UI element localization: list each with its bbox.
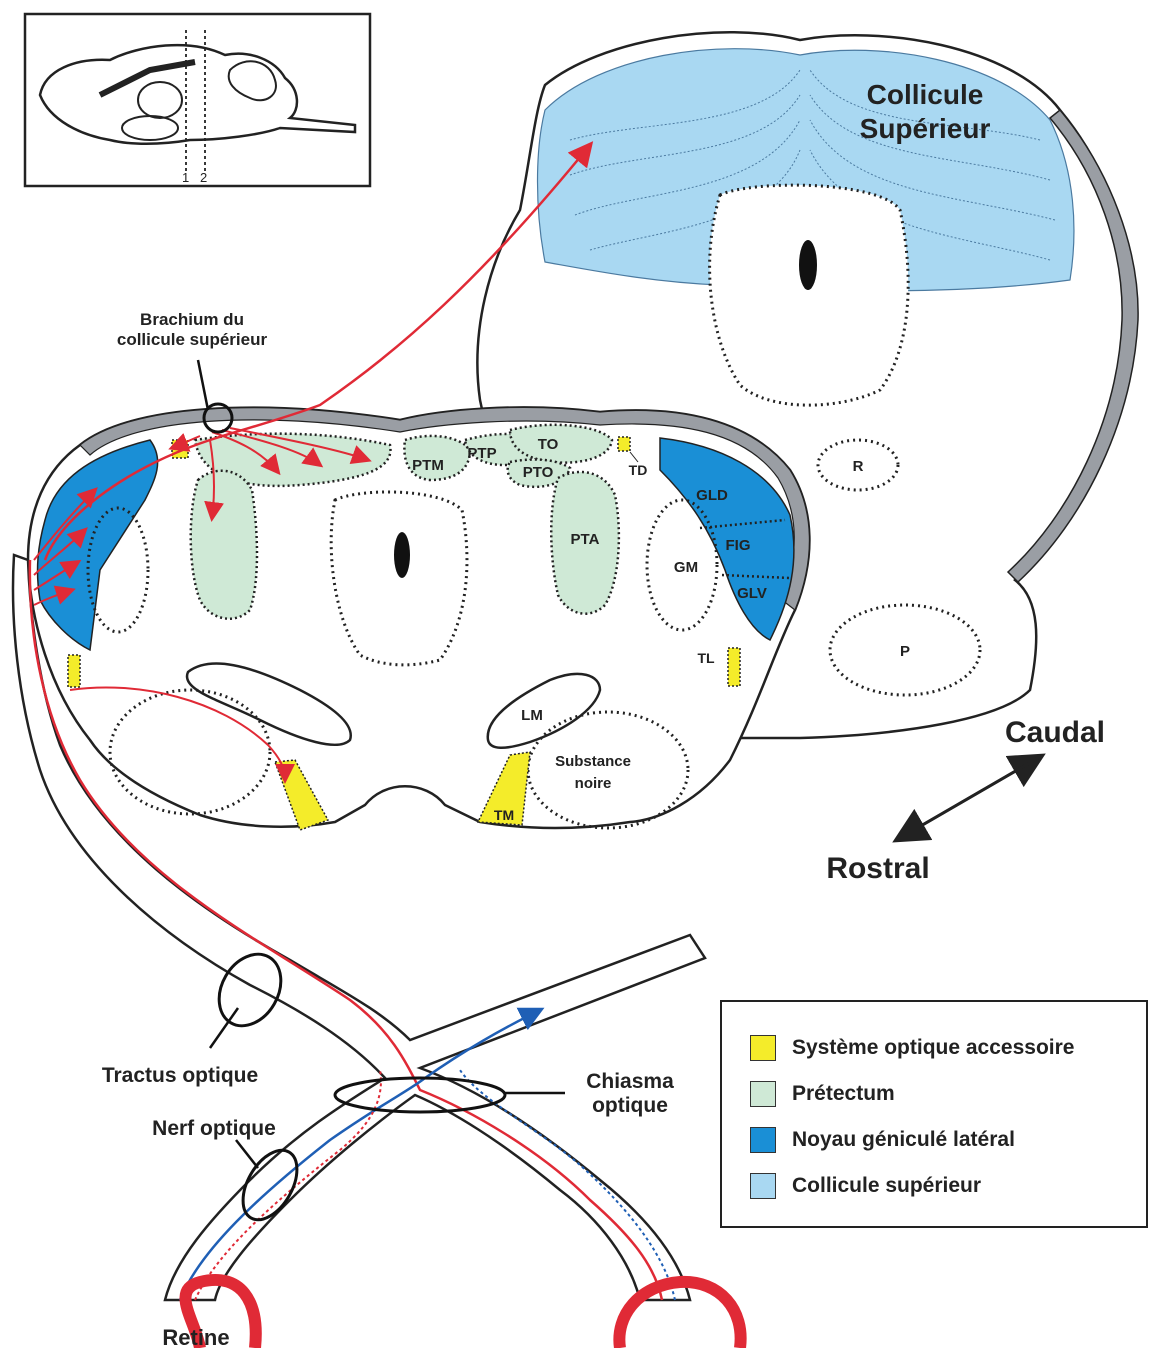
nucleus-td [618,437,630,451]
legend-label-sc: Collicule supérieur [792,1174,981,1198]
legend-swatch-lgn [750,1127,776,1153]
label-retine: Retine [162,1325,229,1348]
label-fig: FIG [726,537,751,554]
label-ptm: PTM [412,457,444,474]
label-glv: GLV [737,585,767,602]
legend-label-accessory: Système optique accessoire [792,1036,1074,1060]
label-pto: PTO [523,464,554,481]
label-tractus: Tractus optique [102,1064,258,1087]
rostral-aqueduct [394,532,410,578]
inset-marker-1: 1 [182,170,189,185]
legend-swatch-sc [750,1173,776,1199]
label-tm: TM [494,807,514,823]
label-ptp: PTP [467,445,496,462]
brachium-line1: Brachium du [140,310,244,329]
label-caudal: Caudal [1005,716,1105,749]
legend-item-pretectum: Prétectum [750,1080,895,1108]
label-to: TO [538,436,559,453]
arrow-rostral [900,758,1038,838]
label-tl: TL [697,650,715,666]
label-rostral: Rostral [826,852,929,885]
orientation-indicator: Caudal Rostral [826,716,1105,885]
inset-brain-panel: 1 2 [25,14,370,186]
rostral-central-gray [331,492,467,665]
legend-item-sc: Collicule supérieur [750,1172,981,1200]
sc-title-line2: Supérieur [860,113,991,144]
legend-label-pretectum: Prétectum [792,1082,895,1106]
label-gld: GLD [696,487,728,504]
label-td: TD [629,462,648,478]
brachium-line2: collicule supérieur [117,330,268,349]
rostral-section: GLD FIG GLV PTM PTP TO PTO PTA TD GM TL … [28,407,809,830]
legend-swatch-pretectum [750,1081,776,1107]
pretectum-left-lower [191,471,257,619]
substance-line1: Substance [555,753,631,770]
substance-line2: noire [575,775,612,792]
nerf-pointer [236,1140,258,1168]
chiasma-line1: Chiasma [586,1070,674,1093]
label-r: R [853,458,864,475]
label-lm: LM [521,707,543,724]
caudal-central-gray [710,185,909,405]
inset-marker-2: 2 [200,170,207,185]
label-gm: GM [674,559,698,576]
legend-item-lgn: Noyau géniculé latéral [750,1126,1015,1154]
nucleus-tl [728,648,740,686]
inset-frame [25,14,370,186]
label-p: P [900,643,910,660]
legend-label-lgn: Noyau géniculé latéral [792,1128,1015,1152]
legend-item-accessory: Système optique accessoire [750,1034,1074,1062]
caudal-aqueduct [799,240,817,290]
label-nerf: Nerf optique [152,1117,276,1140]
chiasma-line2: optique [592,1094,668,1117]
label-pta: PTA [571,531,600,548]
legend-box: Système optique accessoire Prétectum Noy… [720,1000,1148,1228]
legend-swatch-accessory [750,1035,776,1061]
sc-title-line1: Collicule [867,79,984,110]
nucleus-left-lateral [68,655,80,687]
brachium-pointer [198,360,208,410]
